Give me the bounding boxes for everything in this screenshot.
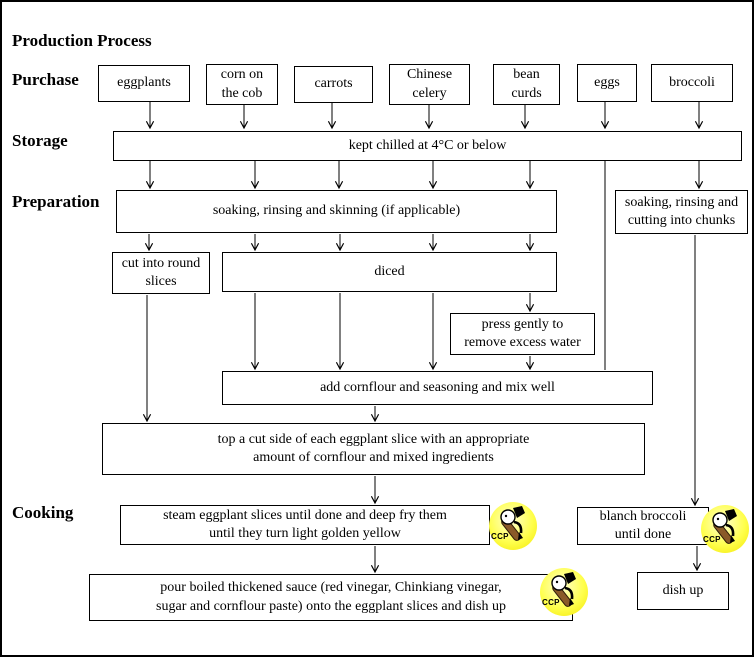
purchase-box-broccoli: broccoli bbox=[651, 64, 733, 102]
ccp-label: CCP bbox=[542, 598, 560, 607]
chef-icon bbox=[712, 509, 737, 544]
ccp-badge-steam: CCP bbox=[489, 502, 537, 550]
storage-box: kept chilled at 4°C or below bbox=[113, 131, 742, 161]
stage-label-cooking: Cooking bbox=[12, 503, 74, 522]
press-box: press gently to remove excess water bbox=[450, 313, 595, 355]
stage-label-preparation: Preparation bbox=[12, 192, 100, 211]
purchase-box-beancurds: bean curds bbox=[493, 64, 560, 105]
purchase-box-celery: Chinese celery bbox=[389, 64, 470, 105]
ccp-label: CCP bbox=[491, 532, 509, 541]
ccp-label: CCP bbox=[703, 535, 721, 544]
soak-skin-box: soaking, rinsing and skinning (if applic… bbox=[116, 190, 557, 233]
dish-up-box: dish up bbox=[637, 572, 729, 610]
chef-icon bbox=[500, 506, 525, 541]
cornflour-box: add cornflour and seasoning and mix well bbox=[222, 371, 653, 405]
pour-box: pour boiled thickened sauce (red vinegar… bbox=[89, 574, 573, 621]
page-title: Production Process bbox=[12, 31, 152, 50]
purchase-box-eggplants: eggplants bbox=[98, 65, 190, 102]
blanch-box: blanch broccoli until done bbox=[577, 507, 709, 545]
stage-label-purchase: Purchase bbox=[12, 70, 79, 89]
cut-round-box: cut into round slices bbox=[112, 252, 210, 294]
ccp-badge-pour: CCP bbox=[540, 568, 588, 616]
stage-label-storage: Storage bbox=[12, 131, 68, 150]
ccp-badge-blanch: CCP bbox=[701, 505, 749, 553]
steam-box: steam eggplant slices until done and dee… bbox=[120, 505, 490, 545]
top-cut-box: top a cut side of each eggplant slice wi… bbox=[102, 423, 645, 475]
diced-box: diced bbox=[222, 252, 557, 292]
chef-icon bbox=[551, 572, 576, 607]
purchase-box-eggs: eggs bbox=[577, 64, 637, 102]
purchase-box-corn: corn on the cob bbox=[206, 64, 278, 105]
soak-chunks-box: soaking, rinsing and cutting into chunks bbox=[615, 190, 748, 234]
purchase-box-carrots: carrots bbox=[294, 66, 373, 103]
